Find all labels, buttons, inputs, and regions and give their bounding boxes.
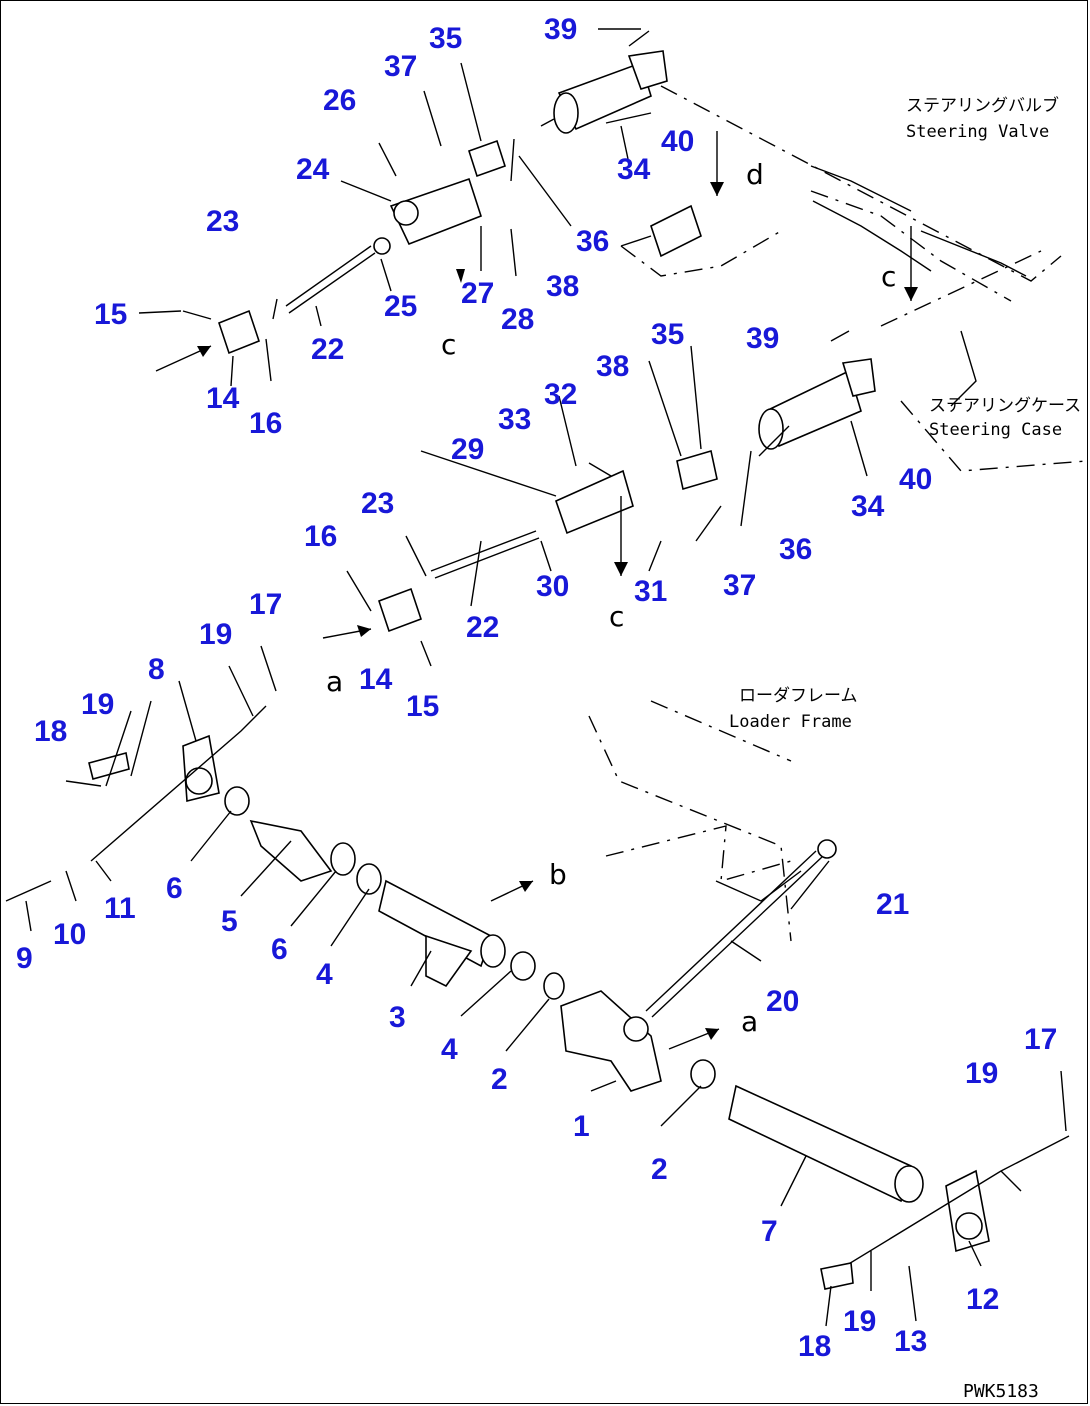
steering-case-note-en: Steering Case [929, 420, 1062, 440]
callout-37: 37 [723, 569, 756, 602]
steering-valve-note-jp: ステアリングバルブ [906, 95, 1059, 116]
callout-9: 9 [16, 942, 33, 975]
callout-group: 1 2 2 3 4 4 5 6 6 7 8 9 10 11 12 13 14 1… [16, 13, 1057, 1363]
callout-32: 32 [544, 378, 577, 411]
view-letter: c [881, 260, 896, 293]
callout-36: 36 [576, 225, 609, 258]
view-letter: a [326, 665, 343, 698]
view-letter: b [549, 858, 567, 891]
callout-15: 15 [94, 298, 127, 331]
callout-22: 22 [311, 333, 344, 366]
callout-38: 38 [546, 270, 579, 303]
loader-frame-note-jp: ローダフレーム [739, 686, 858, 706]
callout-31: 31 [634, 575, 667, 608]
callout-19: 19 [81, 688, 114, 721]
callout-34: 34 [851, 490, 885, 523]
callout-34: 34 [617, 153, 651, 186]
callout-1: 1 [573, 1110, 590, 1143]
loader-frame-note-en: Loader Frame [729, 712, 852, 732]
callout-7: 7 [761, 1215, 778, 1248]
callout-16: 16 [249, 407, 282, 440]
callout-24: 24 [296, 153, 330, 186]
steering-valve-note-en: Steering Valve [906, 122, 1049, 142]
callout-17: 17 [1024, 1023, 1057, 1056]
callout-27: 27 [461, 277, 494, 310]
callout-26: 26 [323, 84, 356, 117]
callout-4: 4 [441, 1033, 458, 1066]
callout-18: 18 [798, 1330, 831, 1363]
callout-15: 15 [406, 690, 439, 723]
callout-18: 18 [34, 715, 67, 748]
callout-19: 19 [843, 1305, 876, 1338]
callout-38: 38 [596, 350, 629, 383]
callout-29: 29 [451, 433, 484, 466]
callout-8: 8 [148, 653, 165, 686]
callout-35: 35 [651, 318, 684, 351]
callout-16: 16 [304, 520, 337, 553]
callout-23: 23 [361, 487, 394, 520]
callout-5: 5 [221, 905, 238, 938]
callout-12: 12 [966, 1283, 999, 1316]
callout-22: 22 [466, 611, 499, 644]
callout-2: 2 [651, 1153, 668, 1186]
callout-3: 3 [389, 1001, 406, 1034]
view-letter: a [741, 1005, 758, 1038]
view-letter: c [609, 600, 624, 633]
callout-17: 17 [249, 588, 282, 621]
callout-6: 6 [271, 933, 288, 966]
leader-lines [25, 28, 1067, 1327]
reference-code: PWK5183 [963, 1381, 1039, 1402]
callout-20: 20 [766, 985, 799, 1018]
callout-40: 40 [899, 463, 932, 496]
callout-21: 21 [876, 888, 909, 921]
callout-14: 14 [206, 382, 240, 415]
callout-39: 39 [544, 13, 577, 46]
callout-13: 13 [894, 1325, 927, 1358]
callout-40: 40 [661, 125, 694, 158]
lower-assembly [5, 700, 1070, 1290]
callout-36: 36 [779, 533, 812, 566]
callout-25: 25 [384, 290, 417, 323]
callout-10: 10 [53, 918, 86, 951]
upper-assembly [182, 50, 1062, 355]
callout-35: 35 [429, 22, 462, 55]
callout-4: 4 [316, 958, 333, 991]
steering-case-note-jp: ステアリングケース [929, 396, 1081, 416]
callout-19: 19 [965, 1057, 998, 1090]
callout-23: 23 [206, 205, 239, 238]
callout-33: 33 [498, 403, 531, 436]
callout-14: 14 [359, 663, 393, 696]
callout-30: 30 [536, 570, 569, 603]
callout-19: 19 [199, 618, 232, 651]
middle-assembly [88, 250, 1087, 862]
view-letter: d [746, 158, 764, 191]
callout-37: 37 [384, 50, 417, 83]
callout-6: 6 [166, 872, 183, 905]
view-letter: c [441, 328, 456, 361]
callout-2: 2 [491, 1063, 508, 1096]
direction-arrows [155, 182, 918, 1050]
callout-28: 28 [501, 303, 534, 336]
callout-39: 39 [746, 322, 779, 355]
callout-11: 11 [104, 892, 136, 925]
